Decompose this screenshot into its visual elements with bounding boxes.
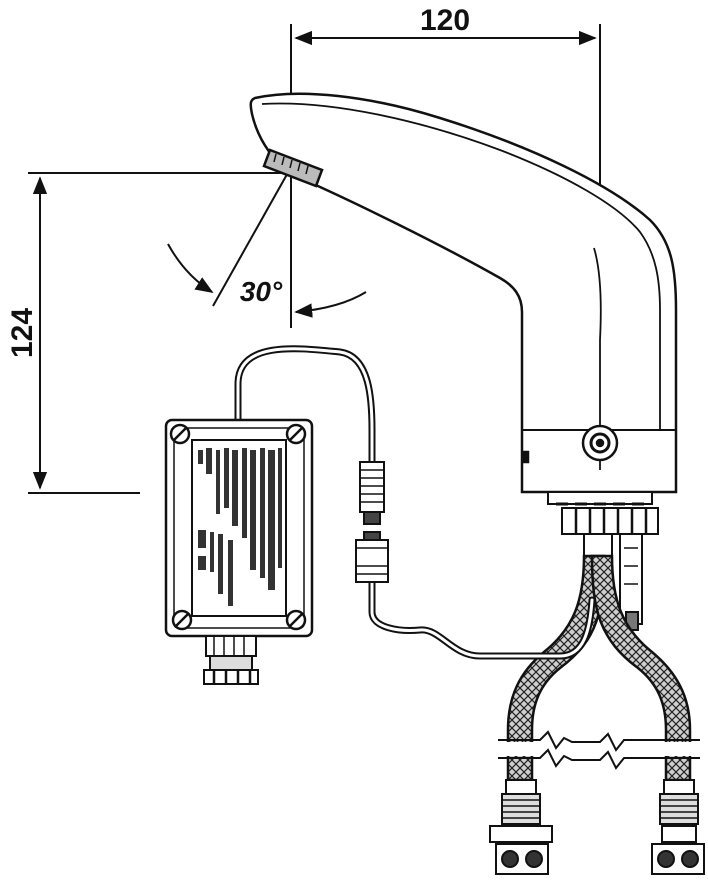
- indicator-slot: [521, 450, 530, 464]
- dimension-label-120: 120: [420, 4, 470, 37]
- control-box: [164, 418, 314, 638]
- angle-arc-right: [294, 291, 367, 318]
- cable-connector-lower: [355, 531, 389, 583]
- hose-fitting-left: [489, 779, 553, 875]
- sensor-cable-inner: [236, 347, 594, 658]
- dimension-124: [28, 172, 285, 494]
- body-front-ridge: [593, 247, 602, 470]
- screw-icon: [285, 423, 307, 445]
- screw-icon: [285, 609, 307, 631]
- sensor-icon: [581, 424, 619, 462]
- faucet-body: [249, 92, 678, 494]
- hose-fitting-right: [651, 779, 705, 875]
- aerator: [262, 148, 324, 188]
- screw-icon: [171, 609, 193, 631]
- braided-hoses: [498, 554, 700, 782]
- rating-label-print: [198, 448, 282, 606]
- cable-gland: [203, 635, 259, 685]
- cable-connector-upper: [359, 461, 385, 525]
- break-line-top: [498, 730, 700, 752]
- angle-arc-left: [167, 243, 214, 293]
- screw-icon: [169, 423, 191, 445]
- break-line-bottom: [498, 748, 700, 770]
- dimension-label-124: 124: [6, 308, 39, 358]
- spout-inner-ridge: [261, 102, 661, 430]
- angle-label: 30°: [240, 276, 283, 307]
- break-gap: [500, 742, 700, 756]
